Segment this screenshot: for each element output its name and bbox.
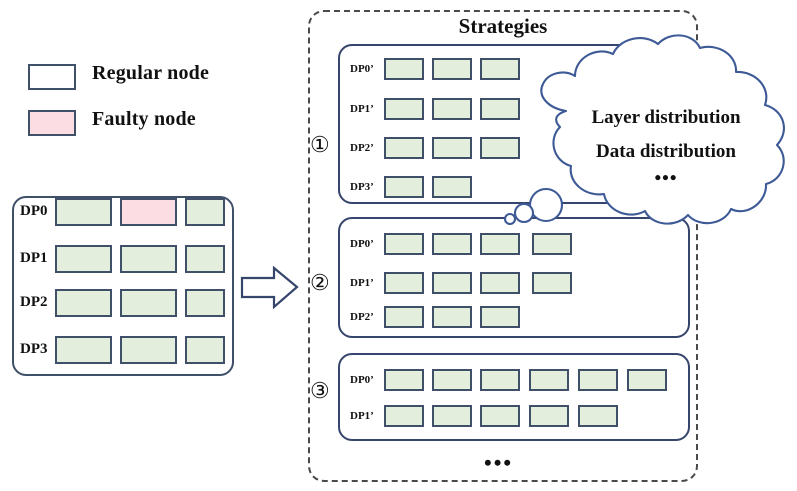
source-node-dp1-0 [55,245,112,273]
strategy-marker-2: ② [310,270,330,295]
strategy3-node-r1-c2 [480,405,520,427]
source-node-dp0-2 [185,198,225,226]
strategy3-node-r0-c1 [432,369,472,391]
strategy1-row-label-dp3: DP3’ [350,181,374,193]
legend-label-faulty-node: Faulty node [92,108,196,130]
strategy2-node-r0-c3 [532,233,572,255]
legend-swatch-faulty-node [28,110,76,136]
legend-label-regular-node: Regular node [92,62,210,84]
strategy3-node-r0-c0 [384,369,424,391]
strategy-marker-3: ③ [310,378,330,403]
source-row-label-dp1: DP1 [20,250,48,266]
strategy3-node-r0-c2 [480,369,520,391]
strategy3-node-r0-c3 [529,369,569,391]
source-node-dp3-1 [120,336,177,364]
strategy2-row-label-dp1: DP1’ [350,277,374,289]
strategy2-node-r1-c2 [480,272,520,294]
strategy1-node-r1-c1 [432,98,472,120]
strategy1-node-r0-c2 [480,58,520,80]
source-node-dp1-2 [185,245,225,273]
strategies-container [308,10,698,482]
source-node-dp2-1 [120,289,177,317]
strategy1-node-r3-c1 [432,176,472,198]
strategy2-node-r2-c0 [384,306,424,328]
thought-cloud-ellipsis: ••• [654,168,678,189]
strategy1-node-r2-c1 [432,137,472,159]
strategy2-node-r0-c1 [432,233,472,255]
strategy3-node-r1-c1 [432,405,472,427]
strategy3-row-label-dp0: DP0’ [350,374,374,386]
strategy3-node-r1-c4 [578,405,618,427]
strategy1-row-label-dp1: DP1’ [350,103,374,115]
strategies-title: Strategies [458,14,548,38]
source-node-dp0-0 [55,198,112,226]
strategy1-node-r3-c0 [384,176,424,198]
strategy1-row-label-dp2: DP2’ [350,142,374,154]
source-node-dp1-1 [120,245,177,273]
strategy2-node-r2-c2 [480,306,520,328]
strategy3-row-label-dp1: DP1’ [350,410,374,422]
source-node-dp2-2 [185,289,225,317]
strategy3-node-r0-c5 [627,369,667,391]
source-node-dp0-1-faulty [120,198,177,226]
strategy2-row-label-dp2: DP2’ [350,311,374,323]
strategy-box-3 [338,353,690,441]
strategy1-node-r0-c0 [384,58,424,80]
legend-swatch-regular-node [28,64,76,90]
source-node-dp3-2 [185,336,225,364]
strategy1-node-r2-c0 [384,137,424,159]
strategy2-node-r1-c1 [432,272,472,294]
strategy2-node-r2-c1 [432,306,472,328]
strategy3-node-r1-c3 [529,405,569,427]
source-row-label-dp3: DP3 [20,341,48,357]
strategy-marker-1: ① [310,132,330,157]
strategy2-node-r1-c3 [532,272,572,294]
strategy3-node-r0-c4 [578,369,618,391]
thought-cloud-line-1: Layer distribution [591,107,741,128]
strategy2-node-r1-c0 [384,272,424,294]
thought-cloud-line-2: Data distribution [596,141,736,162]
strategy1-node-r1-c0 [384,98,424,120]
strategy2-node-r0-c2 [480,233,520,255]
strategy2-node-r0-c0 [384,233,424,255]
source-node-dp2-0 [55,289,112,317]
source-row-label-dp0: DP0 [20,203,48,219]
right-arrow-icon [240,265,299,310]
source-node-dp3-0 [55,336,112,364]
source-row-label-dp2: DP2 [20,294,48,310]
strategy1-node-r2-c2 [480,137,520,159]
strategy2-row-label-dp0: DP0’ [350,238,374,250]
strategy1-node-r1-c2 [480,98,520,120]
strategy1-node-r0-c1 [432,58,472,80]
strategy3-node-r1-c0 [384,405,424,427]
strategies-ellipsis: ••• [484,450,514,475]
strategy1-row-label-dp0: DP0’ [350,63,374,75]
